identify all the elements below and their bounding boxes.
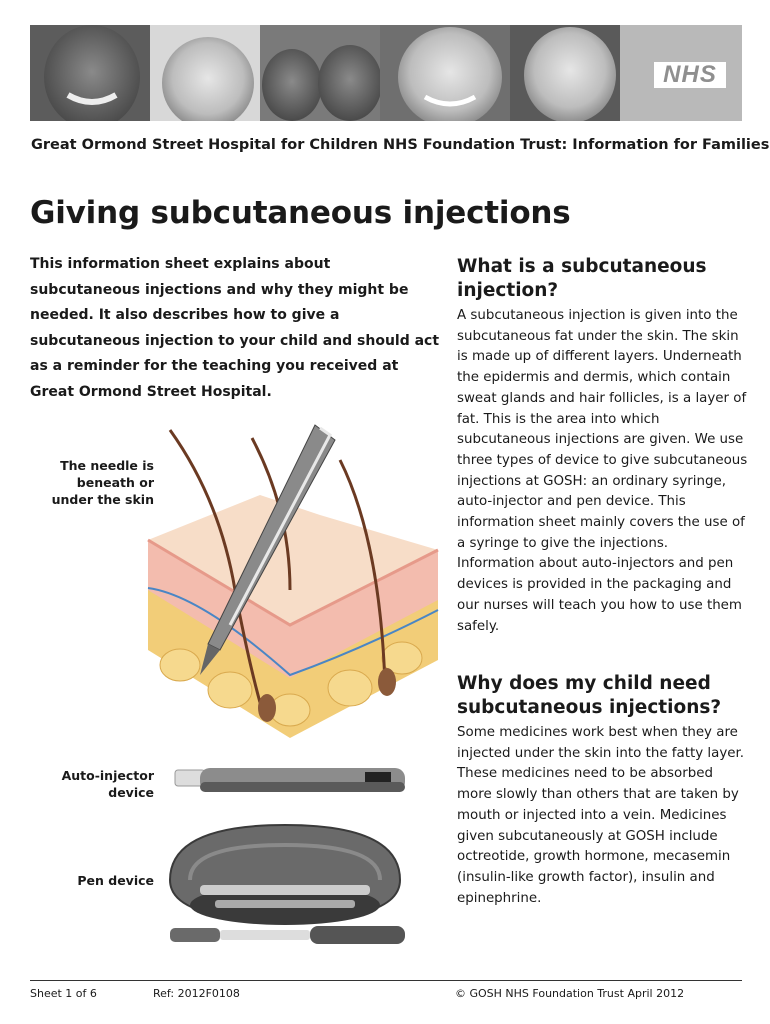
- needle-caption: The needle is beneath or under the skin: [51, 458, 154, 507]
- footer-sheet-number: Sheet 1 of 6: [30, 987, 97, 1000]
- auto-injector-caption: Auto-injector device: [61, 768, 154, 800]
- skin-injection-diagram: [147, 424, 439, 738]
- what-heading: What is a subcutaneous injection?: [457, 256, 707, 301]
- children-faces-photo: [30, 25, 742, 121]
- footer-copyright: © GOSH NHS Foundation Trust April 2012: [455, 987, 685, 1000]
- nhs-logo: NHS: [654, 62, 726, 88]
- footer-divider: [30, 980, 742, 981]
- why-body: Some medicines work best when they are i…: [457, 725, 745, 906]
- pen-caption: Pen device: [77, 873, 154, 888]
- page-title: Giving subcutaneous injections: [30, 195, 571, 231]
- why-heading: Why does my child need subcutaneous inje…: [457, 673, 722, 718]
- intro-paragraph: This information sheet explains about su…: [30, 256, 440, 400]
- header-photo-banner: NHS: [30, 25, 742, 121]
- auto-injector-image: [174, 768, 405, 792]
- footer-reference: Ref: 2012F0108: [153, 987, 240, 1000]
- pen-device-image: [168, 823, 405, 944]
- organisation-line: Great Ormond Street Hospital for Childre…: [31, 137, 770, 153]
- what-body: A subcutaneous injection is given into t…: [457, 308, 748, 634]
